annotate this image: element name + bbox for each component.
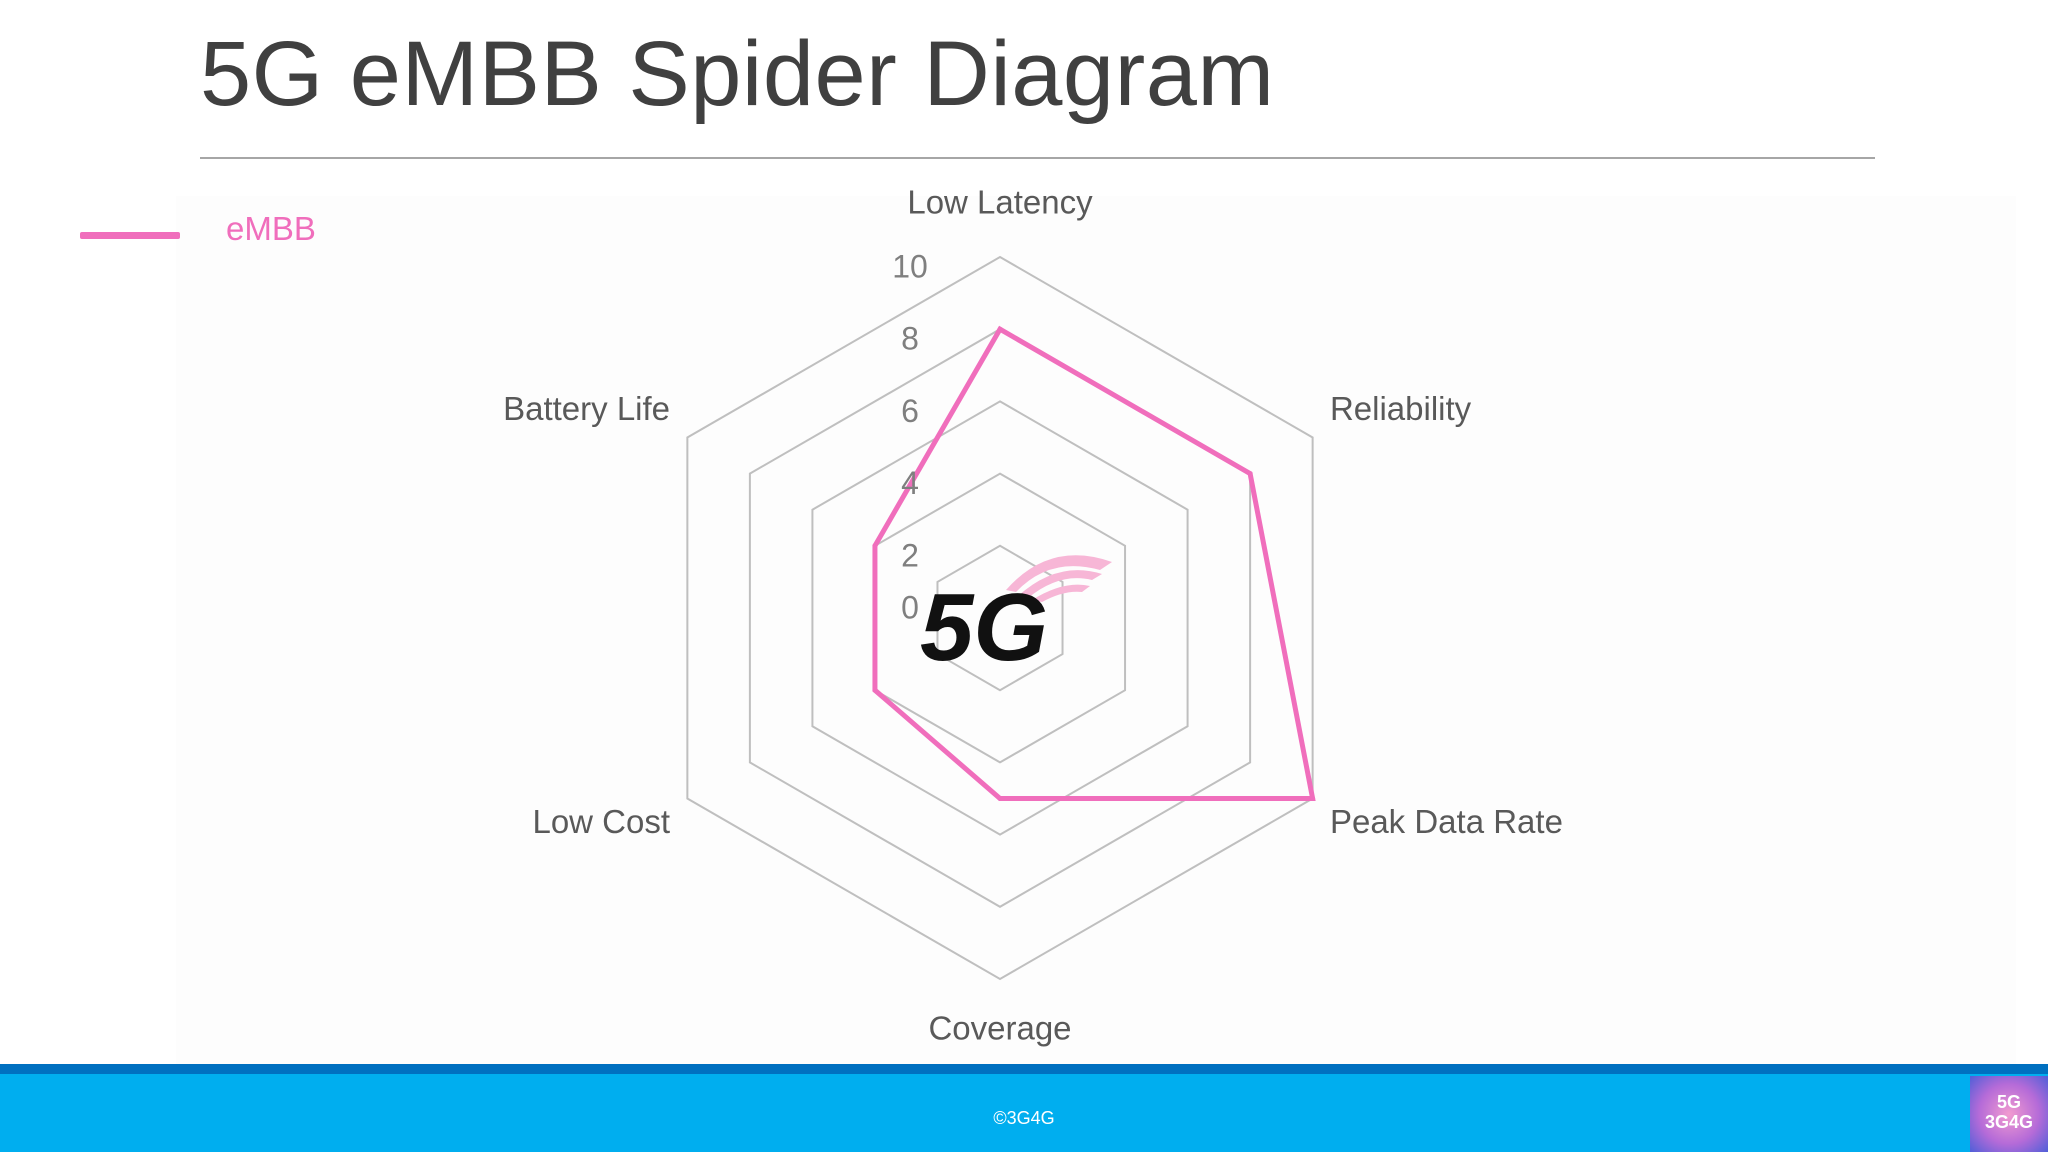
grid-ring-6 (811, 400, 1189, 836)
legend-swatch (80, 232, 180, 239)
series-point (872, 687, 878, 693)
axis-label: Low Latency (907, 184, 1093, 221)
legend-label: eMBB (226, 210, 316, 247)
series-point (997, 796, 1003, 801)
series-point (997, 326, 1003, 332)
grid-ring-2 (936, 544, 1064, 692)
center-5g-logo-text: 5G (920, 574, 1048, 681)
tick-label: 0 (901, 589, 919, 625)
tick-label: 10 (892, 248, 928, 284)
footer-band: ©3G4G (0, 1064, 2048, 1152)
tick-label: 6 (901, 393, 919, 429)
tick-label: 8 (901, 321, 919, 357)
chart-area (176, 196, 2016, 1064)
series-point (1310, 796, 1316, 801)
5g-signal-logo-icon (1006, 555, 1112, 602)
grid-ring-10 (686, 255, 1314, 981)
footer-logo-3g4g: 3G4G (1984, 1112, 2034, 1132)
series-point (1247, 471, 1253, 477)
title-rule (200, 157, 1875, 159)
series-point (872, 543, 878, 549)
footer-logo-5g: 5G (1996, 1092, 2021, 1112)
signal-arc (1032, 584, 1090, 602)
tick-label: 4 (901, 465, 919, 501)
axis-label: Peak Data Rate (1330, 803, 1563, 840)
axis-label: Low Cost (532, 803, 670, 840)
signal-arc (1018, 570, 1102, 598)
tick-label: 2 (901, 537, 919, 573)
signal-arc (1006, 555, 1112, 592)
footer-stripe (0, 1064, 2048, 1074)
axis-label: Battery Life (503, 390, 670, 427)
footer-copyright: ©3G4G (993, 1108, 1055, 1128)
axis-label: Reliability (1330, 390, 1472, 427)
axis-label: Coverage (928, 1010, 1071, 1047)
footer-logo: 5G 3G4G (1970, 1076, 2048, 1152)
slide-title: 5G eMBB Spider Diagram (200, 23, 1275, 125)
